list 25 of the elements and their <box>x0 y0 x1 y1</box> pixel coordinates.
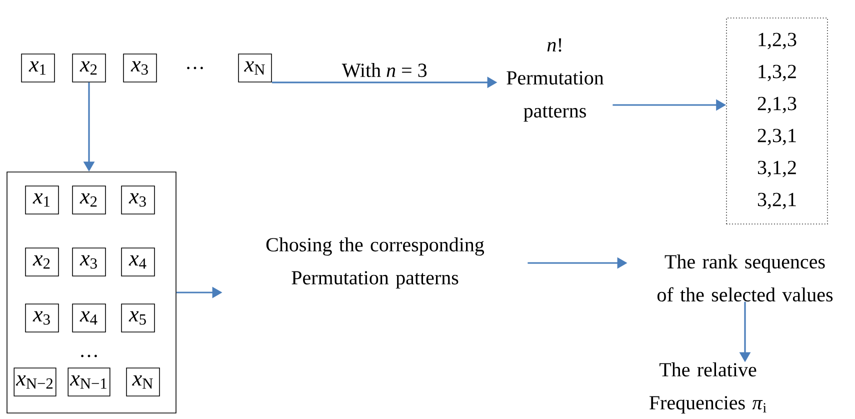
step-text: n! Permutation patterns <box>506 38 604 122</box>
variable-box: x$_{4}$ <box>72 304 106 332</box>
variable-box: x$_{2}$ <box>72 54 106 82</box>
step-text: Chosing the corresponding Permutation patterns <box>266 237 484 289</box>
variable-box: x$_{3}$ <box>25 304 59 332</box>
ellipsis: … <box>187 66 203 70</box>
variable-box: x$_{N−2}$ <box>14 368 56 396</box>
variable-box: x$_{N−1}$ <box>68 368 110 396</box>
variable-box: x$_{4}$ <box>121 248 155 276</box>
edge-label: With n = 3 <box>342 63 427 78</box>
step-text: The rank sequences of the selected values <box>657 254 833 302</box>
variable-box: x$_{3}$ <box>123 54 157 82</box>
variable-box: x$_{5}$ <box>121 304 155 332</box>
variable-box: x$_{N}$ <box>238 54 272 82</box>
step-text: The relative Frequencies π$_{i}$ <box>650 362 766 414</box>
ellipsis: … <box>81 354 97 358</box>
variable-box: x$_{2}$ <box>25 248 59 276</box>
variable-box: x$_{1}$ <box>25 186 59 214</box>
variable-box: x$_{3}$ <box>72 248 106 276</box>
variable-box: x$_{3}$ <box>121 186 155 214</box>
variable-box: x$_{1}$ <box>21 54 55 82</box>
embedding-box <box>6 172 176 414</box>
variable-box: x$_{N}$ <box>126 368 160 396</box>
variable-box: x$_{2}$ <box>72 186 106 214</box>
permutation-list-box: 1,2,3 1,3,2 2,1,3 2,3,1 3,1,2 3,2,1 <box>726 18 828 224</box>
